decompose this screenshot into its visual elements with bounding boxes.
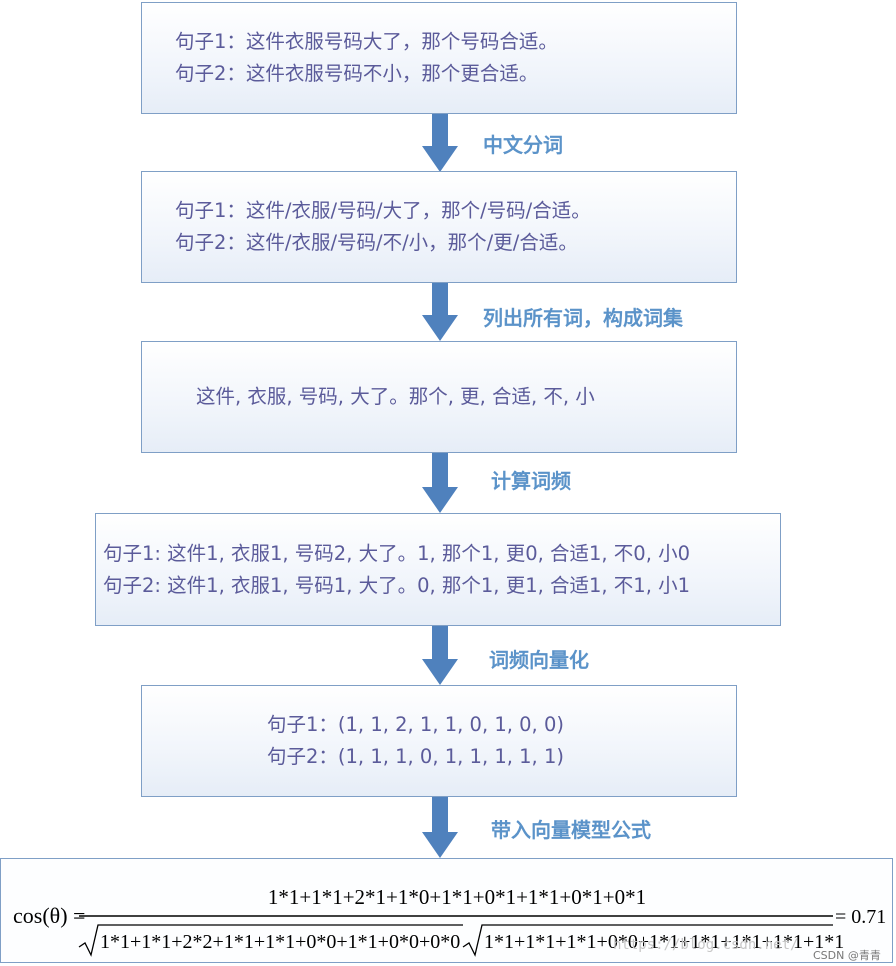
sentence-2-frequency: 句子2: 这件1, 衣服1, 号码1, 大了。0, 那个1, 更1, 合适1, … xyxy=(103,573,691,597)
cosine-formula-box: cos(θ) = 1*1+1*1+2*1+1*0+1*1+0*1+1*1+0*1… xyxy=(0,858,893,963)
sentence-2-text: 句子2：这件衣服号码不小，那个更合适。 xyxy=(175,62,539,85)
flow-box-original-sentences: 句子1：这件衣服号码大了，那个号码合适。 句子2：这件衣服号码不小，那个更合适。 xyxy=(141,2,737,114)
formula-numerator: 1*1+1*1+2*1+1*0+1*1+0*1+1*1+0*1+0*1 xyxy=(268,885,646,909)
word-set-text: 这件, 衣服, 号码, 大了。那个, 更, 合适, 不, 小 xyxy=(196,385,595,408)
down-arrow-icon xyxy=(422,114,458,172)
sentence-2-vector: 句子2：(1, 1, 1, 0, 1, 1, 1, 1, 1) xyxy=(267,745,564,768)
sentence-1-frequency: 句子1: 这件1, 衣服1, 号码2, 大了。1, 那个1, 更0, 合适1, … xyxy=(103,541,691,565)
sentence-2-segmented: 句子2：这件/衣服/号码/不/小，那个/更/合适。 xyxy=(175,231,578,254)
faint-url-watermark: https://blog.csdn.net/ xyxy=(613,937,799,953)
step-label-segmentation: 中文分词 xyxy=(483,133,563,157)
step-label-vectorize: 词频向量化 xyxy=(489,648,589,672)
flow-box-word-set: 这件, 衣服, 号码, 大了。那个, 更, 合适, 不, 小 xyxy=(141,341,737,453)
formula-denominator-right: 1*1+1*1+1*1+0*0+1*1+1*1+1*1+1*1+1*1 xyxy=(484,931,844,953)
down-arrow-icon xyxy=(422,283,458,341)
down-arrow-icon xyxy=(422,626,458,685)
down-arrow-icon xyxy=(422,797,458,858)
sentence-1-text: 句子1：这件衣服号码大了，那个号码合适。 xyxy=(175,30,558,53)
sentence-1-segmented: 句子1：这件/衣服/号码/大了，那个/号码/合适。 xyxy=(175,199,591,222)
step-label-word-set: 列出所有词，构成词集 xyxy=(483,306,683,330)
formula-result: = 0.71 xyxy=(835,906,886,928)
step-label-cosine-formula: 带入向量模型公式 xyxy=(491,818,651,842)
sentence-1-vector: 句子1：(1, 1, 2, 1, 1, 0, 1, 0, 0) xyxy=(267,713,564,736)
flow-box-word-frequency: 句子1: 这件1, 衣服1, 号码2, 大了。1, 那个1, 更0, 合适1, … xyxy=(95,513,781,626)
flow-box-vectors: 句子1：(1, 1, 2, 1, 1, 0, 1, 0, 0) 句子2：(1, … xyxy=(141,685,737,797)
csdn-credit-watermark: CSDN @青青 xyxy=(813,949,881,962)
formula-lhs: cos(θ) = xyxy=(13,903,85,928)
down-arrow-icon xyxy=(422,453,458,513)
cosine-formula: cos(θ) = 1*1+1*1+2*1+1*0+1*1+0*1+1*1+0*1… xyxy=(13,885,886,957)
flow-box-segmented-sentences: 句子1：这件/衣服/号码/大了，那个/号码/合适。 句子2：这件/衣服/号码/不… xyxy=(141,171,737,283)
formula-denominator-left: 1*1+1*1+2*2+1*1+1*1+0*0+1*1+0*0+0*0 xyxy=(100,931,460,953)
sqrt-sign-right xyxy=(462,924,833,957)
step-label-word-frequency: 计算词频 xyxy=(491,469,571,493)
sqrt-sign-left xyxy=(78,924,463,957)
